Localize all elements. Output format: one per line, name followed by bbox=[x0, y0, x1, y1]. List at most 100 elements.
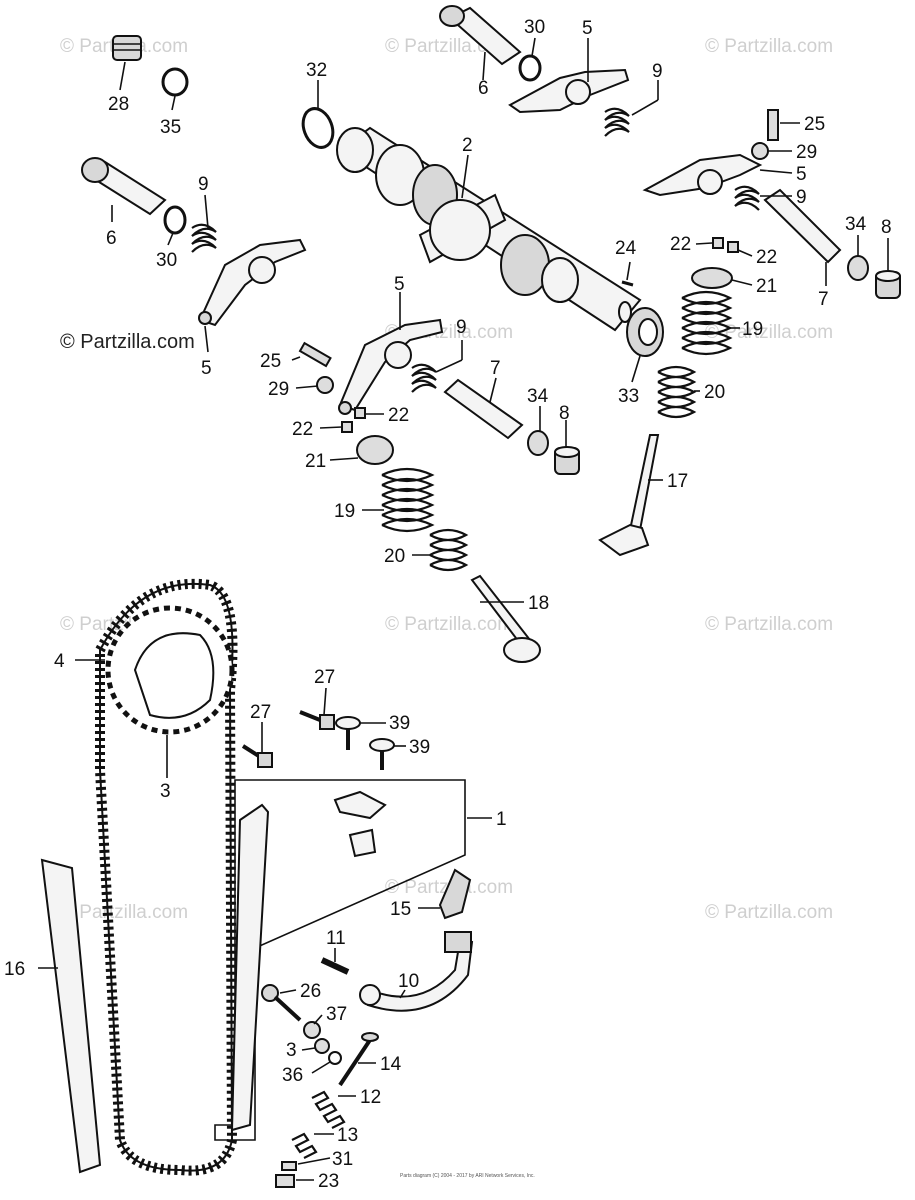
callout-35[interactable]: 35 bbox=[160, 117, 181, 138]
chain-guide-16-part[interactable] bbox=[40, 858, 102, 1174]
damper-15-part[interactable] bbox=[438, 868, 472, 920]
callout-26[interactable]: 26 bbox=[300, 981, 321, 1002]
callout-32[interactable]: 32 bbox=[306, 60, 327, 81]
callout-14[interactable]: 14 bbox=[380, 1054, 402, 1075]
callout-29[interactable]: 29 bbox=[796, 142, 817, 163]
washer-34-right-part[interactable] bbox=[847, 255, 869, 281]
callout-8[interactable]: 8 bbox=[881, 217, 892, 238]
tensioner-bracket-1-part[interactable] bbox=[333, 790, 387, 858]
rocker-shaft-6-left-part[interactable] bbox=[81, 157, 167, 216]
callout-3[interactable]: 3 bbox=[160, 781, 171, 802]
callout-4[interactable]: 4 bbox=[54, 651, 65, 672]
callout-30[interactable]: 30 bbox=[156, 250, 177, 271]
callout-22[interactable]: 22 bbox=[670, 234, 691, 255]
pin-11-part[interactable] bbox=[320, 957, 350, 975]
callout-19[interactable]: 19 bbox=[742, 319, 763, 340]
cap-nut-8-right-part[interactable] bbox=[875, 270, 901, 299]
rocker-arm-5-center-part[interactable] bbox=[338, 318, 444, 415]
inner-spring-20-right-part[interactable] bbox=[657, 365, 697, 419]
washer-32-part[interactable] bbox=[298, 104, 338, 151]
callout-22[interactable]: 22 bbox=[292, 419, 313, 440]
bolt-39-b-part[interactable] bbox=[369, 738, 395, 770]
callout-34[interactable]: 34 bbox=[845, 214, 867, 235]
nut-29-left-part[interactable] bbox=[316, 376, 334, 394]
rocker-shaft-7-center-part[interactable] bbox=[443, 378, 524, 440]
callout-1[interactable]: 1 bbox=[496, 809, 507, 830]
callout-15[interactable]: 15 bbox=[390, 899, 411, 920]
adjuster-screw-25-left-part[interactable] bbox=[298, 341, 332, 368]
callout-20[interactable]: 20 bbox=[704, 382, 725, 403]
rocker-arm-5-left-part[interactable] bbox=[198, 238, 307, 327]
callout-6[interactable]: 6 bbox=[106, 228, 117, 249]
washer-30-left-part[interactable] bbox=[163, 205, 187, 235]
callout-3[interactable]: 3 bbox=[286, 1040, 297, 1061]
bolt-39-a-part[interactable] bbox=[335, 716, 361, 750]
spring-12-part[interactable] bbox=[311, 1090, 346, 1129]
oil-seal-33-part[interactable] bbox=[626, 307, 664, 357]
bolt-26-part[interactable] bbox=[261, 984, 302, 1022]
callout-19[interactable]: 19 bbox=[334, 501, 355, 522]
callout-28[interactable]: 28 bbox=[108, 94, 129, 115]
washer-34-center-part[interactable] bbox=[527, 430, 549, 456]
o-ring-36-part[interactable] bbox=[328, 1051, 342, 1065]
callout-27[interactable]: 27 bbox=[314, 667, 335, 688]
keeper-22-right-b-part[interactable] bbox=[727, 241, 739, 253]
callout-31[interactable]: 31 bbox=[332, 1149, 353, 1170]
nut-37-part[interactable] bbox=[303, 1021, 321, 1039]
callout-11[interactable]: 11 bbox=[326, 928, 346, 949]
callout-33[interactable]: 33 bbox=[618, 386, 639, 407]
bolt-27-top-part[interactable] bbox=[299, 710, 335, 730]
callout-5[interactable]: 5 bbox=[796, 164, 807, 185]
rocker-arm-5-top-part[interactable] bbox=[508, 68, 630, 114]
callout-10[interactable]: 10 bbox=[398, 971, 419, 992]
keeper-22-center-b-part[interactable] bbox=[341, 421, 353, 433]
washer-30-top-part[interactable] bbox=[518, 54, 542, 82]
callout-30[interactable]: 30 bbox=[524, 17, 545, 38]
callout-8[interactable]: 8 bbox=[559, 403, 570, 424]
callout-21[interactable]: 21 bbox=[756, 276, 777, 297]
callout-2[interactable]: 2 bbox=[462, 135, 473, 156]
washer-31-part[interactable] bbox=[281, 1161, 297, 1171]
callout-7[interactable]: 7 bbox=[490, 358, 501, 379]
retainer-21-right-part[interactable] bbox=[691, 267, 733, 289]
plug-28-part[interactable] bbox=[112, 35, 142, 61]
tensioner-arm-10-part[interactable] bbox=[359, 931, 474, 1012]
callout-18[interactable]: 18 bbox=[528, 593, 549, 614]
cap-nut-8-center-part[interactable] bbox=[554, 446, 580, 475]
cam-sprocket-3-part[interactable] bbox=[105, 605, 235, 735]
spring-9-left-part[interactable] bbox=[191, 223, 217, 253]
callout-37[interactable]: 37 bbox=[326, 1004, 347, 1025]
valve-18-part[interactable] bbox=[470, 574, 541, 663]
callout-29[interactable]: 29 bbox=[268, 379, 289, 400]
callout-34[interactable]: 34 bbox=[527, 386, 549, 407]
callout-22[interactable]: 22 bbox=[756, 247, 777, 268]
callout-12[interactable]: 12 bbox=[360, 1087, 381, 1108]
rocker-shaft-6-top-part[interactable] bbox=[439, 5, 522, 66]
callout-7[interactable]: 7 bbox=[818, 289, 829, 310]
callout-25[interactable]: 25 bbox=[804, 114, 825, 135]
rocker-shaft-7-right-part[interactable] bbox=[763, 188, 842, 264]
rocker-arm-5-right-part[interactable] bbox=[642, 153, 763, 197]
spring-9-right-part[interactable] bbox=[734, 185, 760, 211]
adjuster-screw-25-right-part[interactable] bbox=[767, 109, 779, 141]
callout-22[interactable]: 22 bbox=[388, 405, 409, 426]
spring-13-part[interactable] bbox=[291, 1132, 318, 1159]
camshaft-2-part[interactable] bbox=[336, 126, 642, 332]
valve-17-part[interactable] bbox=[598, 434, 660, 557]
callout-9[interactable]: 9 bbox=[198, 174, 209, 195]
washer-3-part[interactable] bbox=[314, 1038, 330, 1054]
callout-9[interactable]: 9 bbox=[456, 317, 467, 338]
bolt-23-part[interactable] bbox=[275, 1174, 295, 1188]
callout-17[interactable]: 17 bbox=[667, 471, 688, 492]
callout-16[interactable]: 16 bbox=[4, 959, 25, 980]
callout-5[interactable]: 5 bbox=[394, 274, 405, 295]
callout-13[interactable]: 13 bbox=[337, 1125, 358, 1146]
o-ring-35-part[interactable] bbox=[161, 67, 189, 97]
inner-spring-20-center-part[interactable] bbox=[429, 528, 469, 572]
callout-6[interactable]: 6 bbox=[478, 78, 489, 99]
callout-9[interactable]: 9 bbox=[652, 61, 663, 82]
callout-20[interactable]: 20 bbox=[384, 546, 405, 567]
retainer-21-center-part[interactable] bbox=[356, 435, 394, 465]
callout-9[interactable]: 9 bbox=[796, 187, 807, 208]
callout-36[interactable]: 36 bbox=[282, 1065, 303, 1086]
